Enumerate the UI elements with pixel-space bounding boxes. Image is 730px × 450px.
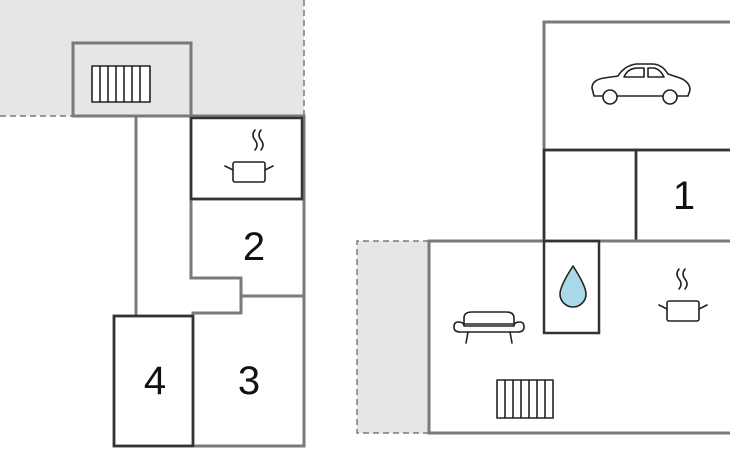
terrace-left-edge	[0, 0, 305, 117]
room-4	[112, 314, 195, 448]
kitchen-pot-icon	[224, 129, 274, 183]
radiator-icon	[91, 65, 151, 103]
room-4-label: 4	[144, 359, 166, 403]
room-1-label: 1	[673, 174, 695, 218]
terrace-right	[357, 241, 429, 433]
room-3-label: 3	[238, 359, 260, 403]
terrace-right-edge	[356, 240, 429, 434]
hallway	[112, 114, 306, 448]
kitchen-pot-icon	[658, 268, 708, 322]
radiator-icon	[496, 379, 554, 419]
right-building: 1	[356, 20, 730, 435]
terrace-left	[0, 0, 304, 116]
left-building: 2 3 4	[0, 0, 306, 448]
entry-room	[71, 41, 193, 118]
water-drop-icon	[559, 265, 587, 308]
storage-room	[542, 148, 638, 243]
car-icon	[591, 63, 691, 105]
room-2-label: 2	[243, 225, 265, 269]
sofa-icon	[453, 311, 525, 344]
bathroom	[542, 239, 601, 335]
kitchen-left	[189, 116, 304, 201]
